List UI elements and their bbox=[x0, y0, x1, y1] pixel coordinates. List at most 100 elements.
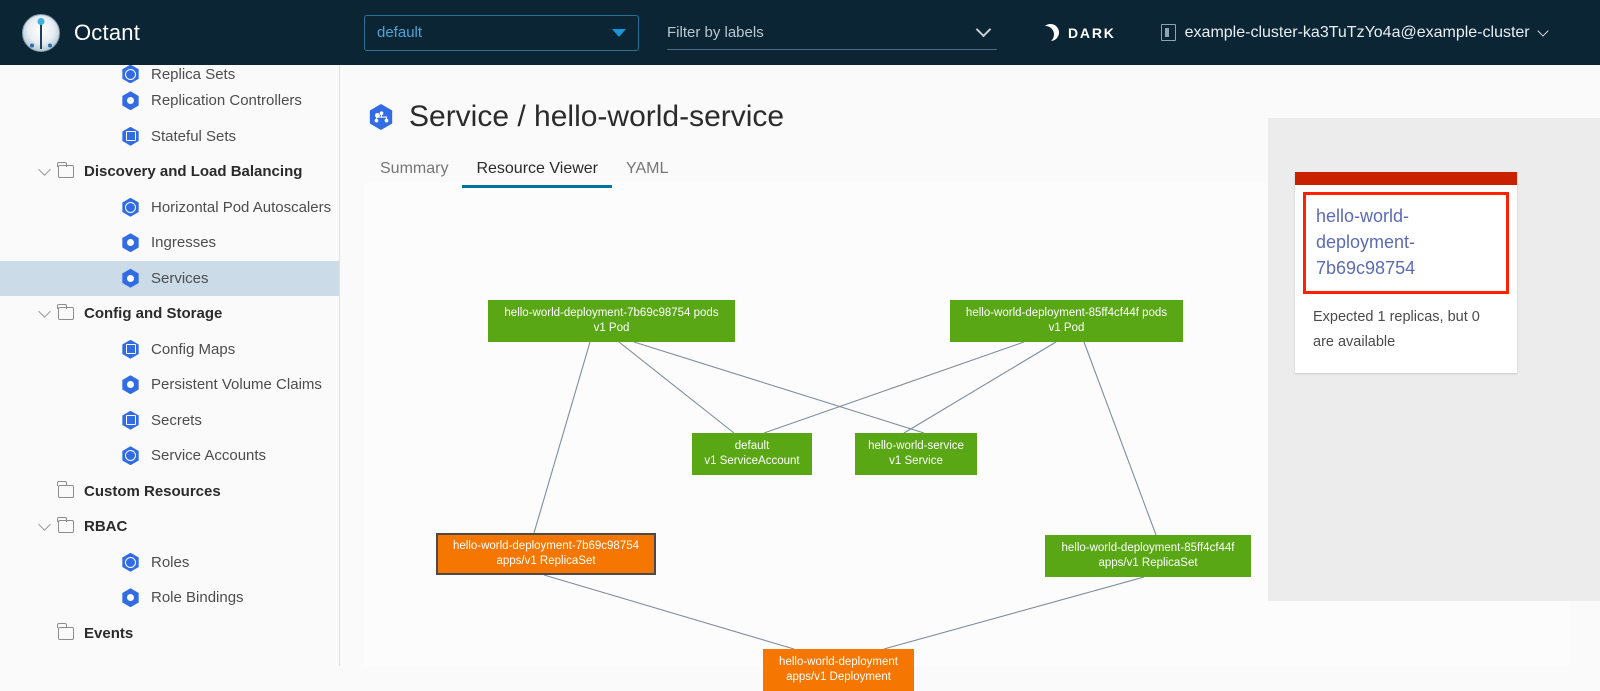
node-line1: hello-world-deployment bbox=[779, 656, 898, 668]
sidebar-item-role-bindings[interactable]: Role Bindings bbox=[0, 580, 339, 616]
sidebar-item-replication-controllers[interactable]: Replication Controllers bbox=[0, 83, 339, 119]
namespace-select[interactable]: default bbox=[364, 14, 639, 51]
sidebar-item-label: Stateful Sets bbox=[151, 127, 237, 145]
sidebar-item-label: Service Accounts bbox=[151, 447, 267, 465]
k8s-replicationcontroller-icon bbox=[122, 91, 139, 111]
graph-detail-panel: hello-world-deployment-7b69c98754 Expect… bbox=[1268, 118, 1600, 601]
sidebar-item-label: Secrets bbox=[151, 411, 202, 429]
sidebar-group-events[interactable]: Events bbox=[0, 616, 339, 652]
folder-icon bbox=[57, 481, 74, 498]
namespace-select-value: default bbox=[377, 24, 423, 41]
status-card-link[interactable]: hello-world-deployment-7b69c98754 bbox=[1316, 206, 1416, 278]
edge-pod85ff-svc bbox=[903, 341, 1057, 434]
sidebar-group-label: Events bbox=[84, 624, 134, 642]
tab-resource-viewer[interactable]: Resource Viewer bbox=[462, 160, 612, 188]
node-line1: hello-world-deployment-7b69c98754 pods bbox=[504, 307, 719, 319]
sidebar-item-services[interactable]: Services bbox=[0, 260, 339, 296]
tab-summary[interactable]: Summary bbox=[380, 160, 449, 177]
k8s-service-icon bbox=[369, 104, 393, 130]
edge-pod7b69-sa bbox=[618, 341, 735, 434]
sidebar-item-label: Services bbox=[151, 269, 209, 287]
graph-node-replicaset-85ff4cf44f[interactable]: hello-world-deployment-85ff4cf44f apps/v… bbox=[1045, 535, 1251, 577]
sidebar-group-rbac[interactable]: RBAC bbox=[0, 509, 339, 545]
sidebar-group-label: Config and Storage bbox=[84, 305, 223, 323]
status-card-message: Expected 1 replicas, but 0 are available bbox=[1313, 309, 1480, 350]
k8s-configmap-icon bbox=[122, 339, 139, 359]
sidebar-group-discovery-and-load-balancing[interactable]: Discovery and Load Balancing bbox=[0, 154, 339, 190]
app-header: Octant default Filter by labels DARK exa… bbox=[0, 0, 1600, 65]
sidebar-item-horizontal-pod-autoscalers[interactable]: Horizontal Pod Autoscalers bbox=[0, 190, 339, 226]
node-line2: apps/v1 ReplicaSet bbox=[496, 555, 596, 567]
node-line1: hello-world-deployment-85ff4cf44f pods bbox=[965, 307, 1168, 319]
edge-pod7b69-rs7b69 bbox=[533, 341, 591, 534]
edge-pod7b69-svc bbox=[633, 341, 925, 434]
graph-node-pod-85ff4cf44f[interactable]: hello-world-deployment-85ff4cf44f pods v… bbox=[950, 300, 1183, 342]
sidebar-item-label: Horizontal Pod Autoscalers bbox=[151, 198, 332, 216]
page-title-text: Service / hello-world-service bbox=[409, 100, 785, 133]
brand-name: Octant bbox=[74, 19, 141, 45]
node-line2: apps/v1 Deployment bbox=[786, 671, 891, 683]
k8s-pvc-icon bbox=[122, 375, 139, 395]
sidebar-item-persistent-volume-claims[interactable]: Persistent Volume Claims bbox=[0, 367, 339, 403]
service-glyph bbox=[374, 111, 388, 123]
sidebar-item-replica-sets[interactable]: Replica Sets bbox=[0, 65, 339, 83]
octant-logo-icon bbox=[22, 13, 60, 52]
graph-node-service-hello-world-service[interactable]: hello-world-service v1 Service bbox=[855, 433, 977, 475]
graph-node-replicaset-7b69c98754[interactable]: hello-world-deployment-7b69c98754 apps/v… bbox=[436, 533, 656, 575]
folder-icon bbox=[57, 623, 74, 640]
sidebar-group-label: Custom Resources bbox=[84, 482, 221, 500]
chevron-down-icon bbox=[1536, 24, 1549, 37]
sidebar-item-config-maps[interactable]: Config Maps bbox=[0, 332, 339, 368]
sidebar-item-label: Roles bbox=[151, 553, 190, 571]
k8s-service-icon bbox=[122, 268, 139, 288]
sidebar-item-service-accounts[interactable]: Service Accounts bbox=[0, 438, 339, 474]
sidebar-item-ingresses[interactable]: Ingresses bbox=[0, 225, 339, 261]
status-card-link-box: hello-world-deployment-7b69c98754 bbox=[1303, 192, 1509, 294]
edge-pod85ff-rs85ff bbox=[1083, 341, 1157, 536]
chevron-down-icon[interactable] bbox=[30, 163, 58, 177]
label-filter-input[interactable]: Filter by labels bbox=[667, 16, 997, 50]
sidebar-item-label: Replication Controllers bbox=[151, 92, 302, 110]
folder-icon bbox=[57, 161, 74, 179]
sidebar-group-label: RBAC bbox=[84, 518, 128, 536]
sidebar-item-roles[interactable]: Roles bbox=[0, 545, 339, 581]
k8s-serviceaccount-icon bbox=[122, 446, 139, 466]
k8s-ingress-icon bbox=[122, 233, 139, 253]
cluster-icon bbox=[1160, 24, 1176, 41]
k8s-hpa-icon bbox=[122, 197, 139, 217]
sidebar-group-custom-resources[interactable]: Custom Resources bbox=[0, 474, 339, 510]
edge-rs85ff-deploy bbox=[883, 576, 1145, 650]
k8s-secret-icon bbox=[122, 410, 139, 430]
node-line1: default bbox=[734, 440, 770, 452]
folder-icon bbox=[57, 516, 74, 534]
theme-toggle-button[interactable]: DARK bbox=[1042, 24, 1116, 41]
status-card: hello-world-deployment-7b69c98754 Expect… bbox=[1295, 172, 1517, 373]
sidebar[interactable]: Replica Sets Replication Controllers Sta… bbox=[0, 65, 340, 666]
sidebar-item-secrets[interactable]: Secrets bbox=[0, 403, 339, 439]
page-title: Service / hello-world-service bbox=[368, 100, 1600, 134]
node-line2: apps/v1 ReplicaSet bbox=[1098, 557, 1198, 569]
sidebar-item-stateful-sets[interactable]: Stateful Sets bbox=[0, 119, 339, 155]
chevron-down-icon[interactable] bbox=[30, 518, 58, 532]
graph-node-serviceaccount-default[interactable]: default v1 ServiceAccount bbox=[692, 433, 812, 475]
sidebar-item-label: Ingresses bbox=[151, 234, 217, 252]
label-filter-placeholder: Filter by labels bbox=[667, 23, 764, 41]
folder-icon bbox=[57, 303, 74, 321]
cluster-name: example-cluster-ka3TuTzYo4a@example-clus… bbox=[1184, 23, 1530, 41]
graph-node-deployment-hello-world[interactable]: hello-world-deployment apps/v1 Deploymen… bbox=[763, 649, 914, 691]
sidebar-item-label: Persistent Volume Claims bbox=[151, 376, 322, 394]
status-card-accent-bar bbox=[1295, 172, 1517, 185]
tab-yaml[interactable]: YAML bbox=[626, 160, 669, 177]
brand[interactable]: Octant bbox=[0, 13, 340, 52]
k8s-replicaset-icon bbox=[122, 65, 139, 83]
sidebar-group-config-and-storage[interactable]: Config and Storage bbox=[0, 296, 339, 332]
chevron-down-icon[interactable] bbox=[30, 305, 58, 319]
sidebar-item-label: Config Maps bbox=[151, 340, 236, 358]
edge-pod85ff-sa bbox=[763, 341, 1025, 434]
cluster-selector[interactable]: example-cluster-ka3TuTzYo4a@example-clus… bbox=[1160, 23, 1549, 42]
graph-node-pod-7b69c98754[interactable]: hello-world-deployment-7b69c98754 pods v… bbox=[488, 300, 735, 342]
node-line2: v1 Pod bbox=[593, 322, 630, 334]
k8s-rolebinding-icon bbox=[122, 588, 139, 608]
edge-rs7b69-deploy bbox=[543, 574, 795, 650]
chevron-down-icon bbox=[975, 21, 992, 37]
